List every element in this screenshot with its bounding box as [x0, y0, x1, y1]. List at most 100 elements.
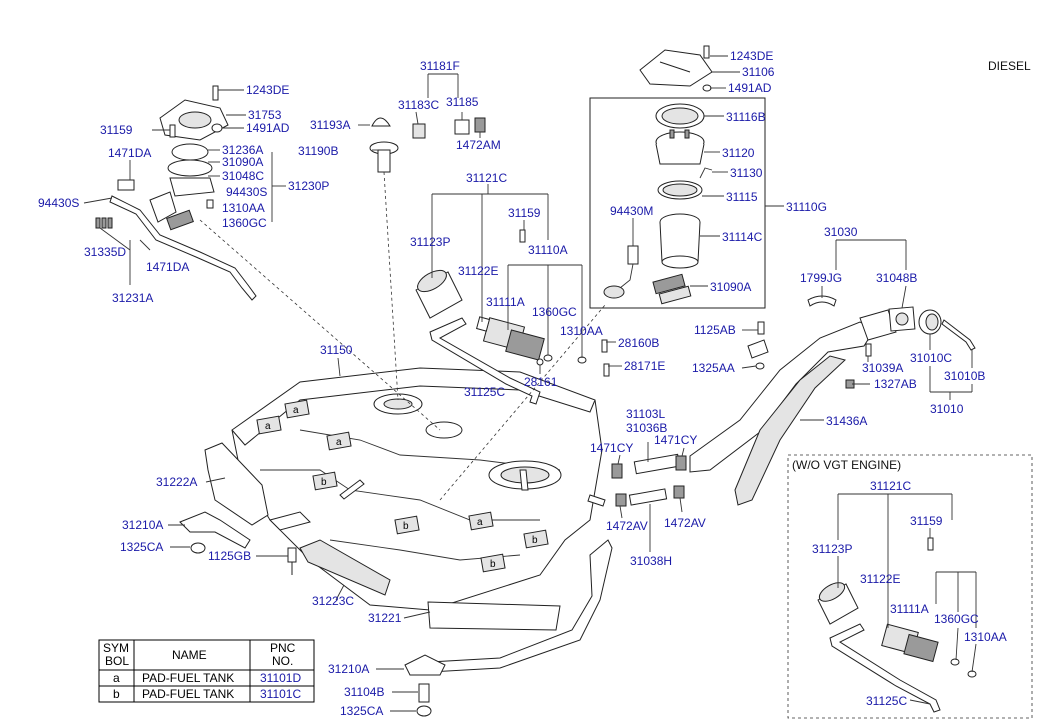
hose-31038h[interactable]	[628, 488, 668, 506]
part-label-1360gc[interactable]: 1360GC	[934, 612, 979, 626]
hose-31036b[interactable]	[633, 453, 681, 475]
part-label-1243de[interactable]: 1243DE	[730, 49, 773, 63]
clamp-1472av-right[interactable]	[673, 485, 685, 499]
part-label-1125gb[interactable]: 1125GB	[208, 549, 251, 563]
part-label-31125c[interactable]: 31125C	[464, 385, 505, 399]
part-label-31183c[interactable]: 31183C	[398, 98, 439, 112]
pump-cover-31106[interactable]	[639, 49, 713, 87]
part-label-31753[interactable]: 31753	[248, 108, 282, 122]
clamp-1325aa-bracket[interactable]	[747, 339, 769, 359]
bolt-31039a[interactable]	[865, 343, 872, 357]
bracket-31210a-front[interactable]	[179, 511, 251, 549]
clamp-1472am[interactable]	[474, 117, 486, 133]
fuel-line-31231a[interactable]	[109, 195, 257, 301]
part-label-1125ab[interactable]: 1125AB	[694, 323, 736, 337]
part-label-31223c[interactable]: 31223C	[312, 594, 354, 608]
hose-31185[interactable]	[454, 119, 470, 135]
part-label-94430m[interactable]: 94430M	[610, 204, 653, 218]
part-label-31436a[interactable]: 31436A	[826, 414, 867, 428]
part-label-31236a[interactable]: 31236A	[222, 143, 263, 157]
clip-1360gc[interactable]	[543, 354, 553, 362]
part-label-31181f[interactable]: 31181F	[420, 59, 460, 73]
bolt-28160b[interactable]	[601, 339, 608, 353]
clamp-1472av-left[interactable]	[615, 493, 627, 507]
part-label-1310aa[interactable]: 1310AA	[560, 324, 603, 338]
part-label-31110g[interactable]: 31110G	[786, 200, 827, 214]
part-label-31123p[interactable]: 31123P	[812, 542, 852, 556]
part-label-94430s[interactable]: 94430S	[38, 196, 79, 210]
part-label-31159[interactable]: 31159	[508, 206, 541, 220]
part-label-31150[interactable]: 31150	[320, 343, 353, 357]
pump-reservoir-31114c[interactable]	[659, 213, 701, 269]
filter-pipe-31125c[interactable]	[429, 317, 541, 405]
part-label-31123p[interactable]: 31123P	[410, 235, 450, 249]
part-label-31159[interactable]: 31159	[100, 123, 133, 137]
part-label-31130[interactable]: 31130	[730, 166, 763, 180]
part-label-1471cy[interactable]: 1471CY	[654, 433, 697, 447]
nut-1325ca-rear[interactable]	[416, 705, 432, 717]
small-clip-1310aa[interactable]	[206, 199, 214, 209]
filter-housing-31111a[interactable]	[476, 316, 545, 361]
vgt-pipe-31125c[interactable]	[829, 623, 941, 713]
part-label-31010[interactable]: 31010	[930, 402, 964, 416]
part-label-31210a[interactable]: 31210A	[122, 518, 163, 532]
part-label-31111a[interactable]: 31111A	[486, 295, 525, 309]
pump-flange-31120[interactable]	[655, 129, 705, 165]
part-label-31104b[interactable]: 31104B	[344, 685, 384, 699]
tether-31010b[interactable]	[941, 319, 976, 351]
shield-31223c[interactable]	[299, 539, 391, 596]
bolt-1125gb[interactable]	[287, 547, 297, 575]
spacer-31104b[interactable]	[418, 683, 430, 703]
part-label-31090a[interactable]: 31090A	[222, 155, 263, 169]
part-label-31190b[interactable]: 31190B	[298, 144, 338, 158]
screw-1243de-right[interactable]	[703, 45, 710, 59]
legend-row-pnc[interactable]: 31101C	[260, 687, 301, 701]
part-label-1471da[interactable]: 1471DA	[146, 260, 189, 274]
pump-filter-31090a-box[interactable]	[652, 273, 692, 305]
vgt-clip-1360gc[interactable]	[950, 658, 960, 666]
clamp-1471cy-right[interactable]	[675, 455, 687, 471]
filler-pipe-31030[interactable]	[689, 321, 875, 473]
vgt-filter-housing-31111a[interactable]	[881, 623, 939, 663]
heat-shield-31221[interactable]	[427, 601, 561, 631]
nut-1325aa[interactable]	[755, 362, 765, 370]
part-label-94430s[interactable]: 94430S	[226, 185, 267, 199]
filler-protector-31436a[interactable]	[734, 355, 847, 506]
vgt-filter-31123p[interactable]	[816, 579, 859, 625]
pad-fuel-tank-a[interactable]: a a a a	[256, 399, 494, 531]
part-label-31121c[interactable]: 31121C	[870, 479, 911, 493]
part-label-1471cy[interactable]: 1471CY	[590, 441, 633, 455]
clamp-1471cy-left[interactable]	[611, 463, 623, 479]
part-label-31222a[interactable]: 31222A	[156, 475, 197, 489]
wire-31130[interactable]	[699, 167, 713, 179]
part-label-31115[interactable]: 31115	[726, 190, 758, 204]
part-label-28160b[interactable]: 28160B	[618, 336, 659, 350]
part-label-31090a[interactable]: 31090A	[710, 280, 751, 294]
part-label-31114c[interactable]: 31114C	[722, 230, 763, 244]
part-label-28171e[interactable]: 28171E	[624, 359, 665, 373]
bracket-31210a-rear[interactable]	[404, 654, 446, 676]
part-label-1472av[interactable]: 1472AV	[664, 516, 706, 530]
heat-shield-31222a[interactable]	[204, 442, 269, 526]
sensor-94430m[interactable]	[603, 245, 639, 299]
nut-1491ad-right[interactable]	[702, 84, 712, 92]
fuel-filter-31123p[interactable]	[414, 266, 463, 319]
tank-strap-rear[interactable]	[429, 539, 613, 673]
part-label-31111a[interactable]: 31111A	[890, 602, 929, 616]
grommet-28161[interactable]	[536, 358, 544, 366]
part-label-1360gc[interactable]: 1360GC	[532, 305, 577, 319]
part-label-31121c[interactable]: 31121C	[466, 171, 507, 185]
fuel-cap-31010c[interactable]	[918, 309, 942, 335]
oring-31183c[interactable]	[412, 123, 426, 139]
part-label-31116b[interactable]: 31116B	[726, 110, 766, 124]
part-label-31010b[interactable]: 31010B	[944, 369, 985, 383]
part-label-31010c[interactable]: 31010C	[910, 351, 952, 365]
part-label-31335d[interactable]: 31335D	[84, 245, 126, 259]
part-label-31030[interactable]: 31030	[824, 225, 858, 239]
part-label-1325aa[interactable]: 1325AA	[692, 361, 735, 375]
part-label-1360gc[interactable]: 1360GC	[222, 216, 267, 230]
nut-1491ad-left[interactable]	[211, 123, 223, 133]
bolt-31159-left[interactable]	[169, 124, 176, 138]
filler-neck-31048b[interactable]	[859, 306, 916, 341]
part-label-31231a[interactable]: 31231A	[112, 291, 153, 305]
